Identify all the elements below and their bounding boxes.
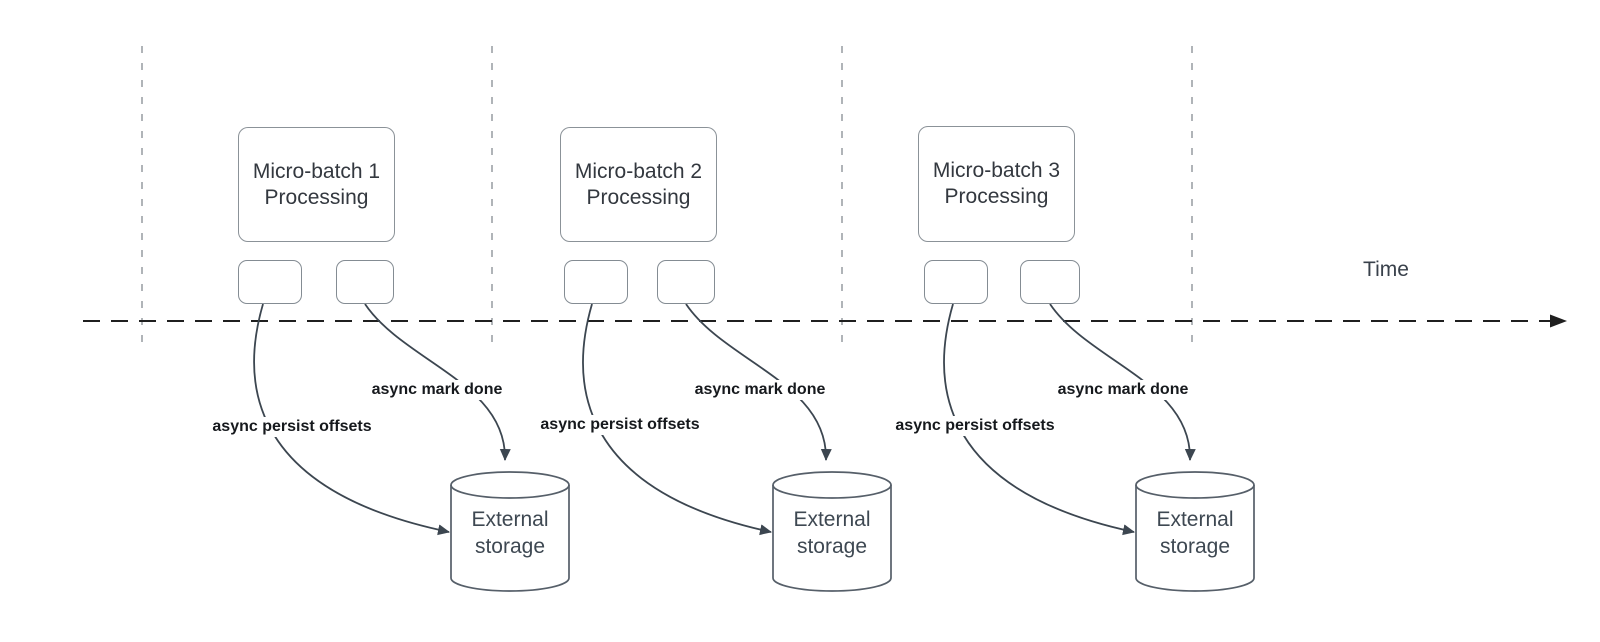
storage-label-line2: storage xyxy=(474,535,546,558)
storage-label-line1: External xyxy=(471,508,549,531)
mark-done-label-3: async mark done xyxy=(1053,380,1193,400)
micro-batch-3-title-line1: Micro-batch 3 xyxy=(932,159,1061,182)
offset-task-box-2 xyxy=(564,260,628,304)
persist-offsets-label-2: async persist offsets xyxy=(536,415,704,435)
micro-batch-1-title-line1: Micro-batch 1 xyxy=(252,159,381,183)
micro-batch-3-title-line2: Processing xyxy=(944,185,1049,208)
persist-offsets-label-1: async persist offsets xyxy=(208,417,376,437)
micro-batch-1-title-line2: Processing xyxy=(264,185,369,209)
micro-batch-2-title-line2: Processing xyxy=(586,185,691,209)
persist-offsets-arrow-2 xyxy=(582,303,772,536)
cylinder-top-arc xyxy=(1135,484,1255,499)
mark-done-label-2: async mark done xyxy=(690,380,830,400)
mark-done-label-1: async mark done xyxy=(367,380,507,400)
micro-batch-1-box: Micro-batch 1 Processing xyxy=(238,127,395,242)
commit-task-box-1 xyxy=(336,260,394,304)
external-storage-cylinder-3 xyxy=(1135,471,1255,592)
external-storage-cylinder-1 xyxy=(450,471,570,592)
persist-offsets-label-3: async persist offsets xyxy=(891,416,1059,436)
commit-task-box-2 xyxy=(657,260,715,304)
time-axis-label: Time xyxy=(1363,258,1409,281)
cylinder-top-arc xyxy=(450,484,570,499)
cylinder-body xyxy=(450,471,570,592)
external-storage-label-2: External storage xyxy=(773,506,891,560)
external-storage-label-3: External storage xyxy=(1136,506,1254,560)
cylinder-body xyxy=(1135,471,1255,592)
storage-label-line2: storage xyxy=(796,535,868,558)
micro-batch-3-box: Micro-batch 3 Processing xyxy=(918,126,1075,242)
micro-batch-2-box: Micro-batch 2 Processing xyxy=(560,127,717,242)
external-storage-label-1: External storage xyxy=(451,506,569,560)
mark-done-arrow-2 xyxy=(685,303,832,461)
storage-label-line1: External xyxy=(793,508,871,531)
storage-label-line2: storage xyxy=(1159,535,1231,558)
offset-task-box-3 xyxy=(924,260,988,304)
cylinder-top-arc xyxy=(772,484,892,499)
mark-done-arrow-1 xyxy=(364,303,511,461)
offset-task-box-1 xyxy=(238,260,302,304)
mark-done-arrow-3 xyxy=(1049,303,1196,461)
commit-task-box-3 xyxy=(1020,260,1080,304)
cylinder-body xyxy=(772,471,892,592)
micro-batch-2-title-line1: Micro-batch 2 xyxy=(574,159,703,183)
external-storage-cylinder-2 xyxy=(772,471,892,592)
storage-label-line1: External xyxy=(1156,508,1234,531)
